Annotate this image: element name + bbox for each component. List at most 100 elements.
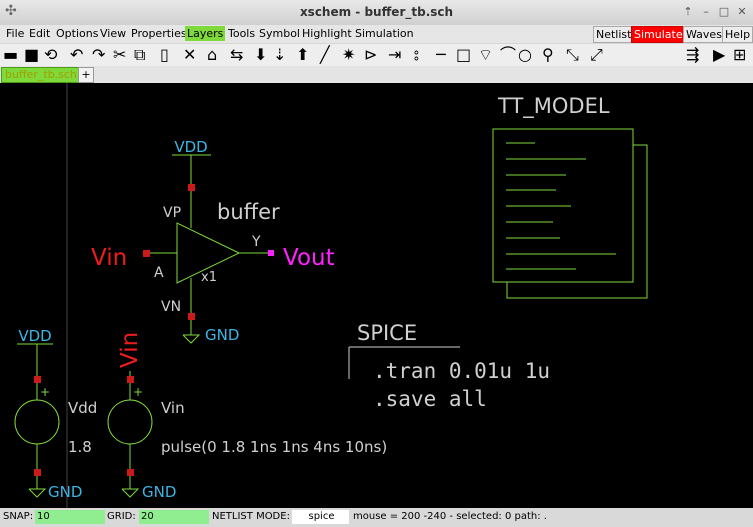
open-icon[interactable]: ▬ — [3, 45, 19, 64]
rect-icon[interactable]: □ — [456, 45, 472, 64]
menu-properties[interactable]: Properties — [131, 27, 187, 40]
zoom-out-icon[interactable]: ⤡ — [566, 45, 579, 64]
tab-bar: buffer_tb.sch + — [0, 66, 753, 83]
grid-label: GRID: — [107, 511, 136, 522]
menu-options[interactable]: Options — [56, 27, 99, 40]
symbol-icon[interactable]: ⌂ — [207, 45, 218, 64]
vdd-source-gnd-label: GND — [48, 483, 82, 501]
vdd-source-circle — [14, 399, 60, 445]
add-tab-button[interactable]: + — [78, 67, 94, 83]
waves-icon[interactable]: ⊞ — [733, 45, 747, 64]
menu-layers[interactable]: Layers — [185, 26, 226, 41]
delete-icon[interactable]: ✕ — [183, 45, 197, 64]
buffer-symbol[interactable]: VDD VP buffer Vin A Y Vout x1 VN GND — [91, 138, 335, 344]
doc-lines — [506, 142, 616, 270]
menu-symbol[interactable]: Symbol — [259, 27, 300, 40]
toolbar: ▬ ■ ⟲ ↶ ↷ ✂ ⧉ ▯ ✕ ⌂ ⇆ ⬇ ⇣ ⬆ ╱ ✷ ⊳ ⇥ ⦂ ─ … — [0, 44, 753, 67]
vin-source-plus: + — [133, 385, 143, 399]
tt-model-block[interactable]: TT_MODEL — [492, 94, 648, 299]
tab-buffer-tb[interactable]: buffer_tb.sch — [1, 67, 81, 83]
save-icon[interactable]: ■ — [24, 45, 40, 64]
vdd-source-plus: + — [40, 385, 50, 399]
vn-pin — [188, 313, 195, 320]
status-info: mouse = 200 -240 - selected: 0 path: . — [353, 511, 547, 522]
push-icon[interactable]: ⬇ — [254, 45, 268, 64]
vdd-source[interactable]: VDD + GND Vdd 1.8 — [14, 327, 97, 501]
snap-input[interactable]: 10 — [35, 510, 105, 524]
gate-icon[interactable]: ⊳ — [364, 45, 378, 64]
netlist-icon[interactable]: ⇶ — [686, 45, 700, 64]
vdd-source-name: Vdd — [68, 399, 97, 417]
reload-icon[interactable]: ⟲ — [44, 45, 58, 64]
vin-source-value: pulse(0 1.8 1ns 1ns 4ns 10ns) — [161, 438, 387, 456]
net-label-icon[interactable]: ⇥ — [388, 45, 402, 64]
vn-pin-label: VN — [161, 299, 181, 315]
wire-icon[interactable]: ╱ — [320, 45, 330, 64]
window-title: xschem - buffer_tb.sch — [299, 5, 454, 19]
vin-source-circle — [107, 399, 153, 445]
y-pin-label: Y — [251, 234, 261, 250]
arc-icon[interactable]: ⌒ — [500, 45, 517, 64]
vdd-source-value: 1.8 — [68, 438, 92, 456]
gnd-label: GND — [205, 326, 239, 344]
menu-file[interactable]: File — [6, 27, 25, 40]
tt-model-title: TT_MODEL — [497, 94, 610, 119]
menu-tools[interactable]: Tools — [228, 27, 256, 40]
buffer-name: buffer — [217, 200, 280, 224]
vin-source-plus-pin — [127, 376, 134, 383]
gnd-symbol — [182, 334, 201, 344]
spice-code-block[interactable]: SPICE .tran 0.01u 1u .save all — [348, 321, 550, 411]
menu-bar: File Edit Options View Properties Layers… — [0, 25, 753, 43]
minimize-icon[interactable]: – — [703, 5, 709, 18]
move-icon[interactable]: ⇆ — [230, 45, 244, 64]
vdd-source-plus-pin — [34, 376, 41, 383]
waves-button[interactable]: Waves — [683, 26, 725, 43]
schematic-canvas[interactable]: VDD VP buffer Vin A Y Vout x1 VN GND — [0, 83, 753, 508]
vin-source-net-label: Vin — [117, 332, 143, 368]
close-icon[interactable]: ✕ — [737, 5, 747, 18]
run-icon[interactable]: ▶ — [713, 45, 726, 64]
simulate-button[interactable]: Simulate — [631, 26, 686, 43]
light-icon[interactable]: ✷ — [342, 45, 356, 64]
app-menu-icon[interactable]: ✣ — [5, 3, 17, 19]
vin-source[interactable]: Vin + GND Vin pulse(0 1.8 1ns 1ns 4ns 10… — [107, 332, 387, 501]
undo-icon[interactable]: ↶ — [70, 45, 84, 64]
cut-icon[interactable]: ✂ — [113, 45, 127, 64]
menu-simulation[interactable]: Simulation — [355, 27, 414, 40]
maximize-icon[interactable]: □ — [718, 5, 730, 18]
zoom-icon[interactable]: ⚲ — [542, 45, 554, 64]
pop-icon[interactable]: ⬆ — [296, 45, 310, 64]
netlist-button[interactable]: Netlist — [593, 26, 635, 43]
help-button[interactable]: Help — [722, 26, 753, 43]
menu-edit[interactable]: Edit — [29, 27, 51, 40]
status-bar: SNAP: 10 GRID: 20 NETLIST MODE: spice mo… — [0, 508, 753, 527]
polygon-icon[interactable]: ⌔ — [478, 45, 494, 64]
a-pin-label: A — [154, 265, 164, 281]
vout-net-label: Vout — [283, 245, 335, 271]
vdd-source-minus-pin — [34, 469, 41, 476]
menu-view[interactable]: View — [100, 27, 127, 40]
menu-highlight[interactable]: Highlight — [302, 27, 352, 40]
pin-icon[interactable]: ⦂ — [414, 45, 419, 64]
netlist-mode-value[interactable]: spice — [292, 510, 349, 524]
vin-net-label: Vin — [91, 245, 127, 271]
redo-icon[interactable]: ↷ — [92, 45, 106, 64]
stretch-icon[interactable]: ⇣ — [273, 45, 287, 64]
vp-pin — [188, 184, 195, 191]
y-pin — [268, 250, 274, 256]
vin-source-gnd-label: GND — [142, 483, 176, 501]
vdd-label: VDD — [174, 138, 207, 156]
paste-icon[interactable]: ▯ — [160, 45, 169, 64]
a-pin — [143, 250, 150, 257]
snap-label: SNAP: — [3, 511, 34, 522]
line-icon[interactable]: ─ — [436, 45, 446, 64]
spice-line-2: .save all — [373, 387, 487, 411]
vin-source-minus-pin — [127, 469, 134, 476]
spice-line-1: .tran 0.01u 1u — [373, 359, 550, 383]
grid-input[interactable]: 20 — [139, 510, 209, 524]
shade-icon[interactable]: ⇡ — [683, 5, 693, 18]
zoom-in-icon[interactable]: ⤢ — [590, 45, 603, 64]
circle-icon[interactable]: ○ — [518, 45, 532, 64]
vin-source-name: Vin — [161, 399, 185, 417]
copy-icon[interactable]: ⧉ — [134, 45, 146, 64]
